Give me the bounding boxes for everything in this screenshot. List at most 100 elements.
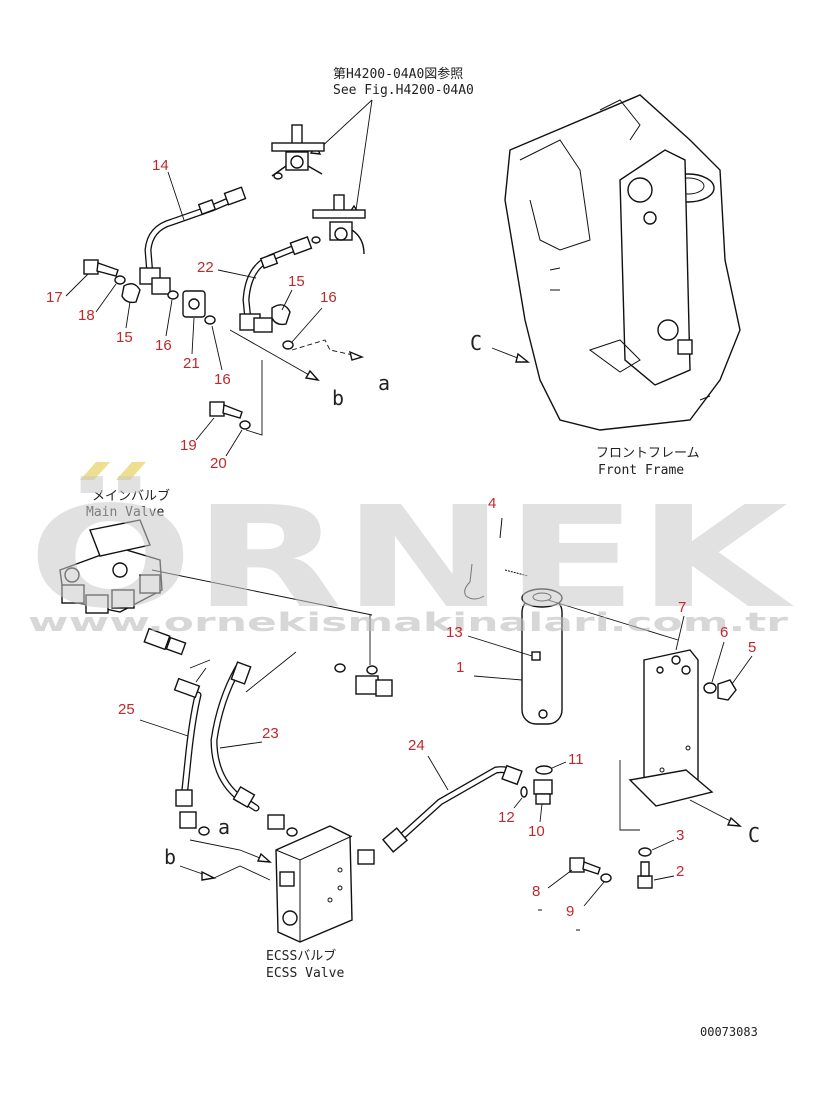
bolt-8 xyxy=(569,857,601,875)
watermark: ÖRNEK www.ornekismakinalari.com.tr xyxy=(28,462,794,640)
o-ring-16 xyxy=(167,290,179,300)
callout-20: 20 xyxy=(210,455,227,472)
valve-leader xyxy=(151,569,373,616)
tee-fitting-upper xyxy=(271,124,325,177)
o-ring xyxy=(311,236,321,244)
watermark-url: www.ornekismakinalari.com.tr xyxy=(28,608,788,638)
line-a-bottom xyxy=(189,839,271,863)
hose-24 xyxy=(357,764,523,865)
washer-18 xyxy=(114,275,126,285)
hose-23 xyxy=(210,661,285,830)
letter-c-right: C xyxy=(748,823,760,847)
clamp-15-left xyxy=(121,283,141,304)
callout-4: 4 xyxy=(488,495,496,512)
arrow-b xyxy=(304,369,320,382)
callout-18: 18 xyxy=(78,307,95,324)
letter-b-bottom: b xyxy=(164,845,176,869)
letter-b-top: b xyxy=(332,386,344,410)
main-valve xyxy=(59,519,163,614)
callout-7: 7 xyxy=(678,599,686,616)
split-flange-21 xyxy=(182,290,206,318)
o-ring xyxy=(334,663,346,673)
o-ring-16 xyxy=(282,340,294,350)
drawing-number: 00073083 xyxy=(700,1025,758,1039)
u-bolt-4 xyxy=(464,517,529,600)
callout-11: 11 xyxy=(568,751,584,768)
hose-25 xyxy=(173,677,202,829)
washer-9 xyxy=(600,873,612,883)
bolt-19 xyxy=(209,401,243,419)
callout-13: 13 xyxy=(446,624,463,641)
front-frame xyxy=(504,94,741,431)
bolt-2 xyxy=(637,861,653,889)
bolt-17 xyxy=(83,259,119,277)
line-to-b xyxy=(229,329,319,381)
watermark-brand: ÖRNEK xyxy=(28,475,794,640)
callout-16c: 16 xyxy=(320,289,337,306)
main-valve-label-en: Main Valve xyxy=(86,505,164,520)
washer-3 xyxy=(638,847,652,857)
ecss-valve xyxy=(275,825,353,943)
accumulator-1 xyxy=(521,588,563,725)
letter-a-bottom: a xyxy=(218,815,230,839)
callout-6: 6 xyxy=(720,624,728,641)
ecss-valve-label-en: ECSS Valve xyxy=(266,966,344,981)
arrow-c-right xyxy=(726,816,743,827)
bracket-7 xyxy=(628,649,714,807)
callout-23: 23 xyxy=(262,725,279,742)
hose-22 xyxy=(239,236,313,333)
callout-10: 10 xyxy=(528,823,545,840)
reference-jp: 第H4200-04A0図参照 xyxy=(333,66,463,82)
bolt-leader xyxy=(245,360,263,436)
hose-23-leader xyxy=(245,651,297,693)
reference-leader xyxy=(317,99,373,211)
bracket-leader xyxy=(619,760,640,831)
callout-16a: 16 xyxy=(155,337,172,354)
callout-25: 25 xyxy=(118,701,135,718)
arrow-a-bottom xyxy=(256,852,273,863)
arrow-c xyxy=(515,352,530,363)
accumulator-leader xyxy=(547,599,679,641)
callout-3: 3 xyxy=(676,827,684,844)
line-b-bottom xyxy=(179,865,271,881)
line-to-a xyxy=(291,339,363,358)
o-ring-12 xyxy=(520,786,528,798)
tee-fitting-lower xyxy=(312,194,366,255)
callout-1: 1 xyxy=(456,659,464,676)
callout-24: 24 xyxy=(408,737,425,754)
o-ring xyxy=(198,826,210,836)
hose-14 xyxy=(139,186,247,295)
callout-17: 17 xyxy=(46,289,63,306)
o-ring-11 xyxy=(535,765,553,775)
o-ring xyxy=(286,827,298,837)
clamp-15-right xyxy=(271,304,291,326)
callout-2: 2 xyxy=(676,863,684,880)
adapter-fitting xyxy=(143,627,187,656)
callout-5: 5 xyxy=(748,639,756,656)
letter-c-left: C xyxy=(470,331,482,355)
o-ring xyxy=(366,665,378,675)
elbow-fitting xyxy=(355,675,393,697)
o-ring-16 xyxy=(204,315,216,325)
arrow-a xyxy=(348,350,365,361)
front-frame-label-en: Front Frame xyxy=(598,463,684,478)
callout-15a: 15 xyxy=(116,329,133,346)
callout-19: 19 xyxy=(180,437,197,454)
reference-en: See Fig.H4200-04A0 xyxy=(333,83,474,98)
callout-15b: 15 xyxy=(288,273,305,290)
ecss-valve-label-jp: ECSSバルブ xyxy=(266,948,336,964)
fitting-10 xyxy=(533,779,553,805)
callout-9: 9 xyxy=(566,903,574,920)
callout-16b: 16 xyxy=(214,371,231,388)
washer-6 xyxy=(703,682,717,694)
callout-22: 22 xyxy=(197,259,214,276)
callout-8: 8 xyxy=(532,883,540,900)
callout-21: 21 xyxy=(183,355,200,372)
letter-a-top: a xyxy=(378,371,390,395)
main-valve-label-jp: メインバルブ xyxy=(92,488,170,504)
callouts: 14 22 17 18 15 16 21 16 15 16 19 20 4 13… xyxy=(46,157,756,931)
washer-20 xyxy=(239,420,251,430)
hose-25-leader xyxy=(189,659,211,683)
